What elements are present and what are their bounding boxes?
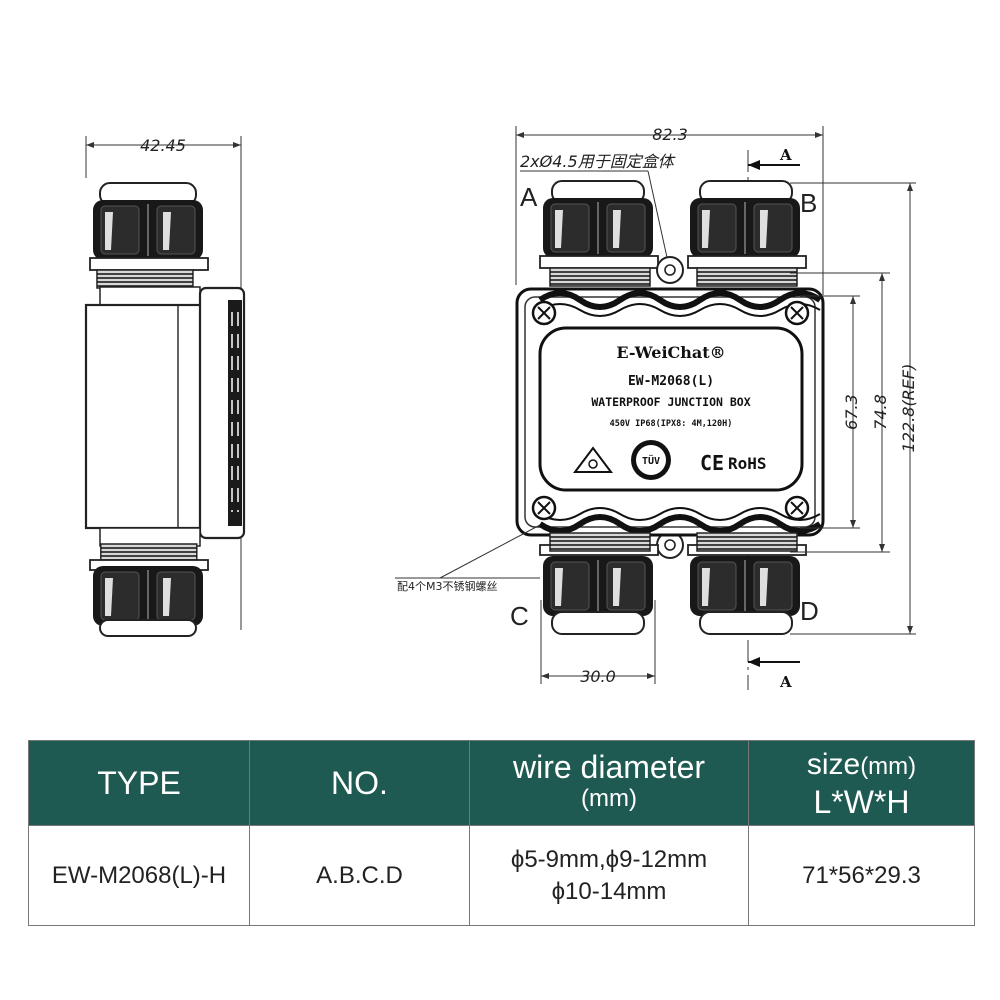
header-wire-diameter: wire diameter (mm) [469, 740, 749, 826]
spec-header-row: TYPE NO. wire diameter (mm) size(mm) L*W… [28, 740, 975, 826]
section-mark-bottom: A [779, 673, 792, 691]
side-view: 42.45 [84, 136, 246, 637]
spec-table: TYPE NO. wire diameter (mm) size(mm) L*W… [28, 740, 975, 926]
corner-screw-icon [784, 495, 810, 521]
port-label-a: A [520, 182, 538, 212]
port-label-c: C [510, 601, 529, 631]
port-label-b: B [800, 188, 817, 218]
hole-callout: 2xØ4.5用于固定盒体 [520, 152, 676, 171]
header-size: size(mm) L*W*H [748, 740, 975, 826]
technical-drawing: 42.45 82.3 2xØ4.5用于固定盒体 [84, 125, 918, 691]
label-product: WATERPROOF JUNCTION BOX [591, 395, 750, 409]
overall-width-dim: 82.3 [652, 125, 688, 144]
corner-screw-icon [531, 495, 557, 521]
screw-callout: 配4个M3不锈钢螺丝 [397, 580, 498, 593]
total-height-dim: 122.8(REF) [899, 364, 918, 453]
front-view: 82.3 2xØ4.5用于固定盒体 A A A B C D [395, 125, 918, 691]
cell-type: EW-M2068(L)-H [28, 825, 250, 926]
gland-width-dim: 30.0 [580, 667, 616, 686]
cert-tuv: TÜV [642, 453, 660, 467]
header-no: NO. [249, 740, 470, 826]
port-label-d: D [800, 596, 819, 626]
cell-size: 71*56*29.3 [748, 825, 975, 926]
outer-height-dim: 74.8 [871, 394, 890, 430]
cert-ce: CE [700, 451, 724, 475]
body-height-dim: 67.3 [842, 394, 861, 430]
corner-screw-icon [784, 300, 810, 326]
cert-rohs: RoHS [728, 454, 767, 473]
cell-wire-diameter: ϕ5-9mm,ϕ9-12mm ϕ10-14mm [469, 825, 749, 926]
label-model: EW-M2068(L) [628, 374, 714, 389]
cell-no: A.B.C.D [249, 825, 470, 926]
header-type: TYPE [28, 740, 250, 826]
side-width-dim: 42.45 [140, 136, 186, 155]
section-mark-top: A [779, 146, 792, 164]
label-brand: E-WeiChat® [616, 343, 725, 362]
corner-screw-icon [531, 300, 557, 326]
label-rating: 450V IP68(IPX8: 4M,120H) [610, 419, 733, 429]
table-row: EW-M2068(L)-H A.B.C.D ϕ5-9mm,ϕ9-12mm ϕ10… [28, 825, 975, 926]
tuv-cert-icon: TÜV [631, 440, 671, 480]
triangle-cert-icon [573, 446, 613, 473]
